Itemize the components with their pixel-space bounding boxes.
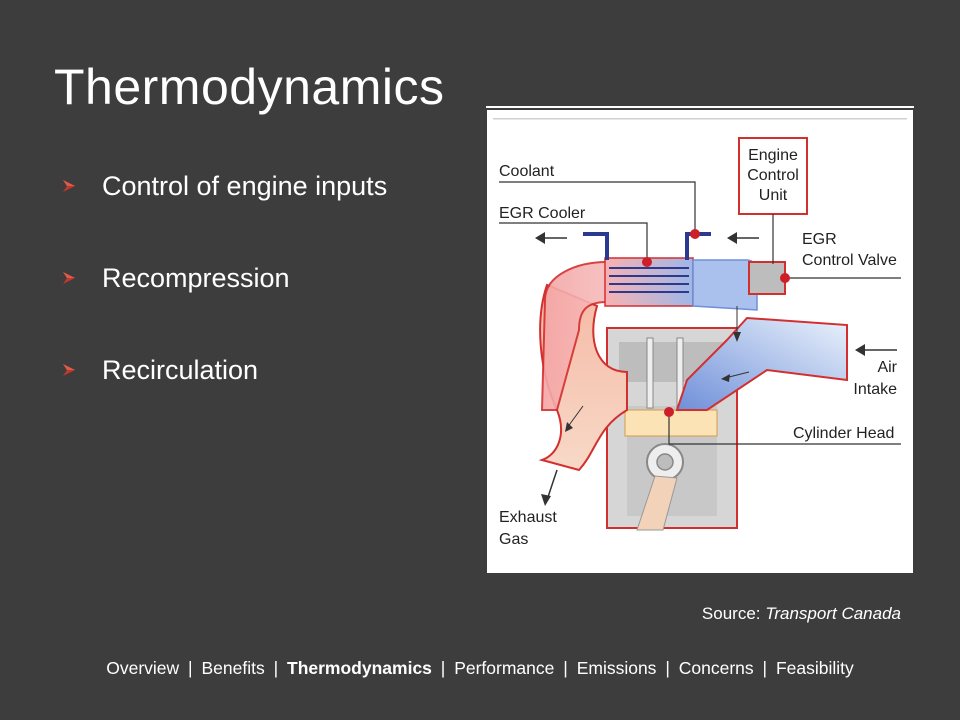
nav-item-feasibility[interactable]: Feasibility: [775, 658, 854, 678]
air-intake: [675, 316, 848, 411]
egr-valve: [748, 261, 786, 295]
ecu-label-1: Engine: [748, 147, 798, 164]
egr-diagram: Engine Control Unit Coolant EGR Cooler E…: [487, 110, 913, 573]
exhaust-label-1: Exhaust: [499, 509, 557, 526]
bullet-item: Control of engine inputs: [62, 164, 387, 208]
air-intake-label-2: Intake: [853, 381, 897, 398]
nav-separator: |: [188, 658, 193, 678]
cylinder-head-label: Cylinder Head: [793, 425, 894, 442]
bullet-text: Recirculation: [102, 354, 259, 385]
ecu-label-3: Unit: [759, 187, 788, 204]
egr-valve-label-1: EGR: [802, 231, 837, 248]
egr-valve-label-2: Control Valve: [802, 252, 897, 269]
coolant-label: Coolant: [499, 163, 555, 180]
nav-item-thermodynamics[interactable]: Thermodynamics: [287, 658, 432, 678]
bullet-text: Recompression: [102, 262, 290, 293]
bullet-item: Recompression: [62, 256, 387, 300]
section-nav: Overview | Benefits | Thermodynamics | P…: [0, 658, 960, 679]
arrow-bullet-icon: [62, 360, 84, 380]
nav-item-emissions[interactable]: Emissions: [576, 658, 657, 678]
arrow-bullet-icon: [62, 176, 84, 196]
source-name: Transport Canada: [765, 604, 901, 623]
nav-separator: |: [440, 658, 446, 678]
exhaust-label-2: Gas: [499, 531, 528, 548]
nav-separator: |: [563, 658, 568, 678]
slide-title: Thermodynamics: [54, 59, 445, 115]
nav-separator: |: [665, 658, 670, 678]
bullet-item: Recirculation: [62, 348, 387, 392]
source-prefix: Source:: [701, 604, 766, 623]
air-intake-label-1: Air: [877, 359, 897, 376]
nav-item-benefits[interactable]: Benefits: [201, 658, 265, 678]
nav-separator: |: [273, 658, 279, 678]
arrow-bullet-icon: [62, 268, 84, 288]
title-underline: [486, 106, 914, 108]
nav-item-performance[interactable]: Performance: [454, 658, 555, 678]
source-caption: Source: Transport Canada: [702, 604, 901, 624]
egr-cooler-label: EGR Cooler: [499, 205, 586, 222]
nav-separator: |: [762, 658, 768, 678]
nav-item-concerns[interactable]: Concerns: [678, 658, 754, 678]
nav-item-overview[interactable]: Overview: [106, 658, 180, 678]
bullet-text: Control of engine inputs: [102, 170, 388, 201]
ecu-label-2: Control: [747, 167, 799, 184]
bullet-list: Control of engine inputs Recompression R…: [62, 164, 387, 440]
